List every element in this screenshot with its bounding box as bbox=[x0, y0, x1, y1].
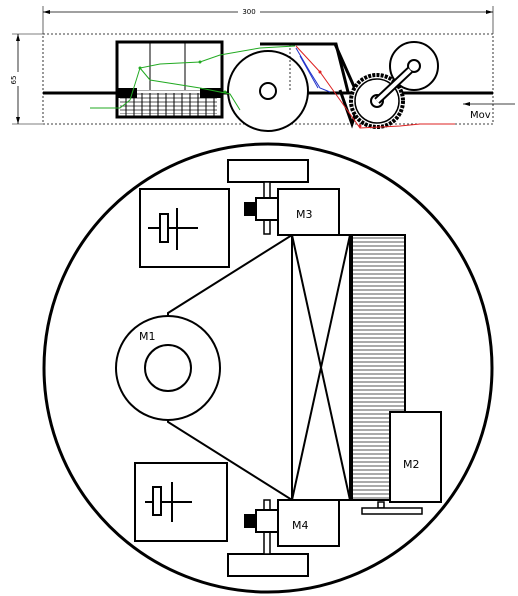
storage-box bbox=[115, 40, 224, 119]
label-m2: M2 bbox=[403, 458, 420, 471]
bottom-wheel bbox=[227, 499, 309, 577]
motor-m3 bbox=[277, 188, 340, 236]
label-m4: M4 bbox=[292, 519, 309, 532]
width-dimension bbox=[42, 6, 494, 34]
side-view: 300 65 bbox=[10, 6, 515, 132]
main-wheel bbox=[227, 50, 309, 132]
drive-pulley bbox=[374, 41, 439, 104]
width-dimension-label: 300 bbox=[242, 8, 255, 16]
top-view: M1 M2 M3 M4 bbox=[42, 142, 494, 594]
motor-m1 bbox=[115, 315, 221, 421]
motion-arrow bbox=[463, 102, 515, 106]
height-dimension-label: 65 bbox=[10, 76, 18, 85]
battery-bottom bbox=[134, 462, 228, 542]
label-m3: M3 bbox=[296, 208, 313, 221]
motor-m4 bbox=[277, 499, 340, 547]
motor-m2 bbox=[361, 411, 442, 515]
battery-top bbox=[139, 188, 230, 268]
label-m1: M1 bbox=[139, 330, 156, 343]
top-wheel bbox=[227, 159, 309, 235]
cross-box bbox=[291, 234, 351, 501]
blue-path bbox=[295, 47, 331, 93]
motion-label: Mov bbox=[470, 110, 491, 121]
green-path bbox=[90, 45, 296, 109]
